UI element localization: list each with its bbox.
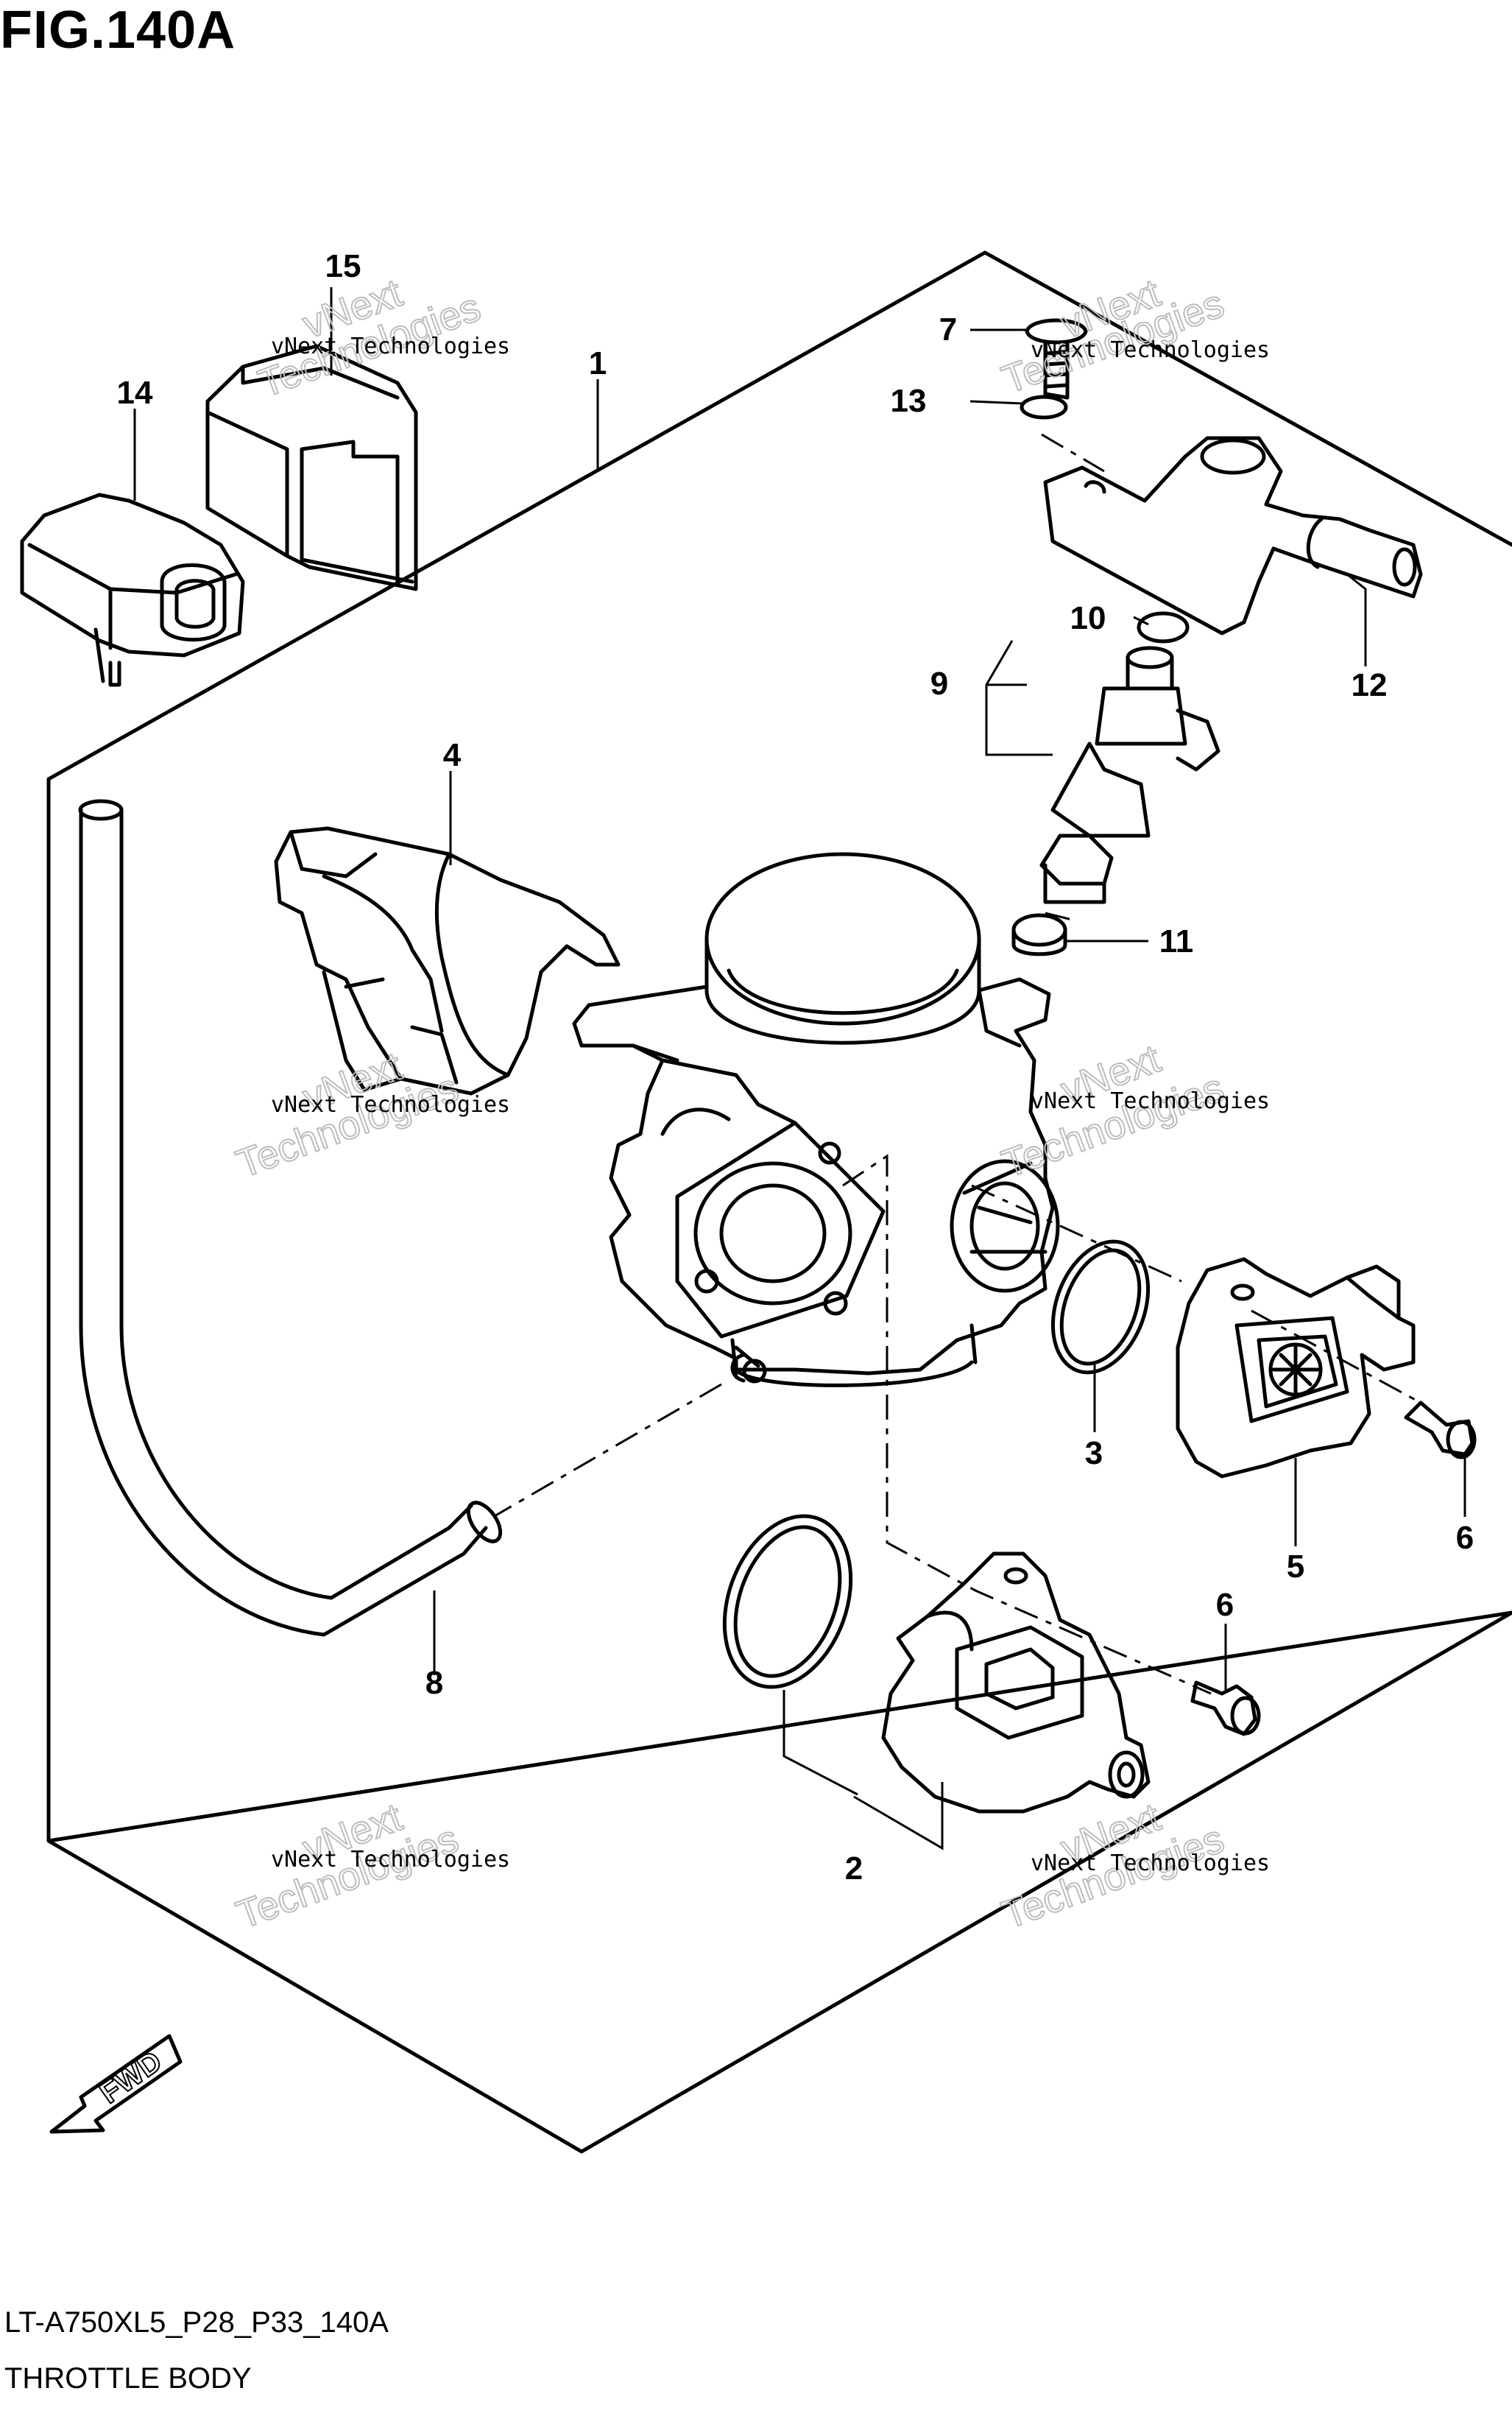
figure-title: FIG.140A bbox=[0, 1, 236, 60]
callout-15: 15 bbox=[325, 248, 361, 284]
part-2-isc-valve bbox=[722, 1514, 1151, 1814]
watermark-5: Technologies vNext vNext Technologies bbox=[230, 1794, 511, 1939]
watermark-2: Technologies vNext vNext Technologies bbox=[996, 270, 1271, 404]
leader-12 bbox=[1346, 573, 1367, 666]
watermark-1: Technologies vNext vNext Technologies bbox=[252, 270, 511, 407]
part-3-o-ring bbox=[1050, 1239, 1151, 1375]
watermark-4: Technologies vNext vNext Technologies bbox=[996, 1036, 1271, 1188]
part-6-screw-lower bbox=[1190, 1680, 1261, 1736]
svg-text:vNext Technologies: vNext Technologies bbox=[1031, 337, 1270, 363]
svg-text:vNext Technologies: vNext Technologies bbox=[1031, 1850, 1270, 1876]
callout-10: 10 bbox=[1070, 600, 1106, 636]
callout-9: 9 bbox=[930, 666, 948, 702]
svg-text:vNext Technologies: vNext Technologies bbox=[1031, 1088, 1270, 1114]
callout-6-right: 6 bbox=[1456, 1520, 1474, 1556]
leader-10 bbox=[1133, 616, 1149, 626]
callout-2: 2 bbox=[845, 1850, 863, 1887]
callout-11: 11 bbox=[1159, 923, 1194, 959]
part-5-tps bbox=[1176, 1257, 1416, 1479]
svg-text:vNext Technologies: vNext Technologies bbox=[271, 334, 510, 359]
callout-5: 5 bbox=[1287, 1549, 1304, 1585]
part-8-hose bbox=[78, 799, 503, 1637]
leader-13 bbox=[969, 400, 1024, 405]
fwd-label: FWD bbox=[94, 2045, 168, 2110]
callout-13: 13 bbox=[891, 383, 927, 419]
part-10-o-ring bbox=[1137, 611, 1190, 644]
assembly-boundary bbox=[46, 250, 1512, 2154]
part-9-fuel-injector bbox=[1039, 646, 1220, 904]
part-1-throttle-body bbox=[572, 852, 1060, 1387]
svg-text:vNext Technologies: vNext Technologies bbox=[271, 1847, 510, 1873]
leader-9 bbox=[985, 640, 1053, 756]
part-7-screw bbox=[1025, 318, 1088, 400]
part-4-bracket bbox=[274, 826, 621, 1096]
part-12-fuel-delivery-pipe bbox=[1043, 436, 1423, 635]
part-6-screw-upper bbox=[1404, 1401, 1477, 1459]
callout-8: 8 bbox=[425, 1665, 443, 1701]
figure-caption: THROTTLE BODY bbox=[4, 2362, 252, 2395]
watermark-3: Technologies vNext vNext Technologies bbox=[230, 1043, 511, 1188]
callout-6-lower: 6 bbox=[1216, 1587, 1234, 1623]
part-14-sensor bbox=[20, 493, 245, 687]
callout-7: 7 bbox=[939, 311, 957, 348]
callout-1: 1 bbox=[589, 345, 607, 381]
callout-4: 4 bbox=[443, 737, 462, 773]
leader-2 bbox=[783, 1690, 944, 1850]
part-13-washer bbox=[1020, 395, 1068, 420]
figure-code: LT-A750XL5_P28_P33_140A bbox=[4, 2306, 389, 2339]
svg-text:vNext Technologies: vNext Technologies bbox=[271, 1092, 510, 1118]
fwd-arrow bbox=[49, 2034, 183, 2134]
callout-14: 14 bbox=[117, 375, 153, 411]
part-15-cover bbox=[205, 344, 418, 591]
watermark-6: Technologies vNext vNext Technologies bbox=[996, 1794, 1271, 1939]
callout-12: 12 bbox=[1352, 667, 1388, 703]
callout-3: 3 bbox=[1085, 1435, 1103, 1471]
part-11-cushion bbox=[1011, 913, 1067, 957]
